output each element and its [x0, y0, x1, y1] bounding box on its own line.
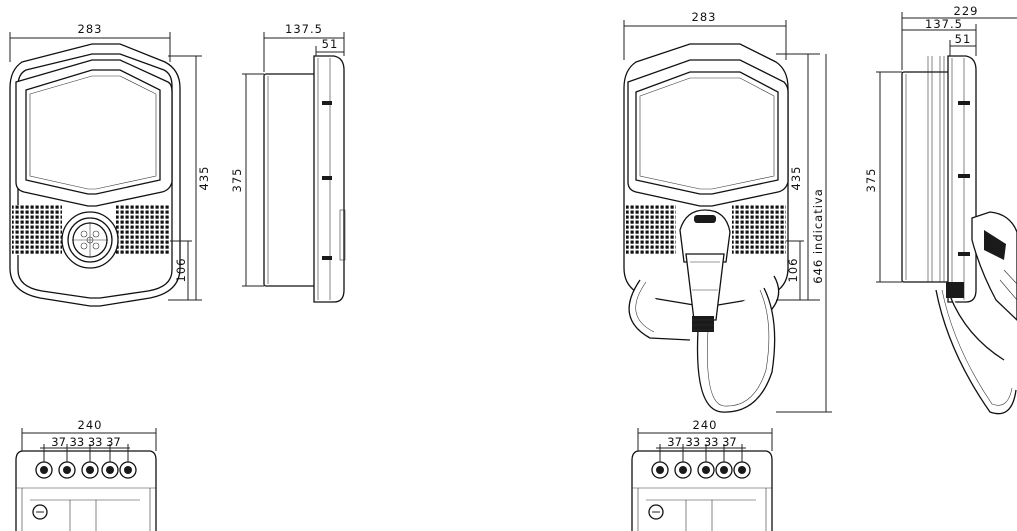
right-side-depth-total-label: 229 — [954, 4, 979, 18]
left-side-depth2-label: 51 — [322, 37, 339, 51]
left-bottom-view — [15, 428, 157, 531]
left-side-height-label: 375 — [230, 168, 244, 193]
right-bottom-spacing-label: 37 33 33 37 — [667, 435, 737, 449]
right-front-view — [623, 20, 832, 413]
right-front-width-label: 283 — [692, 10, 717, 24]
right-side-view — [876, 12, 1017, 415]
right-front-height-label: 435 — [789, 166, 803, 191]
right-side-height-label: 375 — [864, 168, 878, 193]
left-front-view — [9, 32, 202, 307]
right-front-lower-label: 106 — [786, 258, 800, 283]
right-bottom-width-label: 240 — [693, 418, 718, 432]
left-front-height-label: 435 — [197, 166, 211, 191]
right-side-depth-label: 137.5 — [925, 17, 963, 31]
right-front-cable-label: 646 indicativa — [811, 188, 825, 284]
right-side-depth2-label: 51 — [955, 32, 972, 46]
right-bottom-view — [631, 428, 773, 531]
left-side-depth-label: 137.5 — [285, 22, 323, 36]
left-bottom-width-label: 240 — [78, 418, 103, 432]
left-front-width-label: 283 — [78, 22, 103, 36]
left-front-lower-label: 106 — [174, 258, 188, 283]
left-side-view — [242, 32, 346, 303]
left-bottom-spacing-label: 37 33 33 37 — [51, 435, 121, 449]
